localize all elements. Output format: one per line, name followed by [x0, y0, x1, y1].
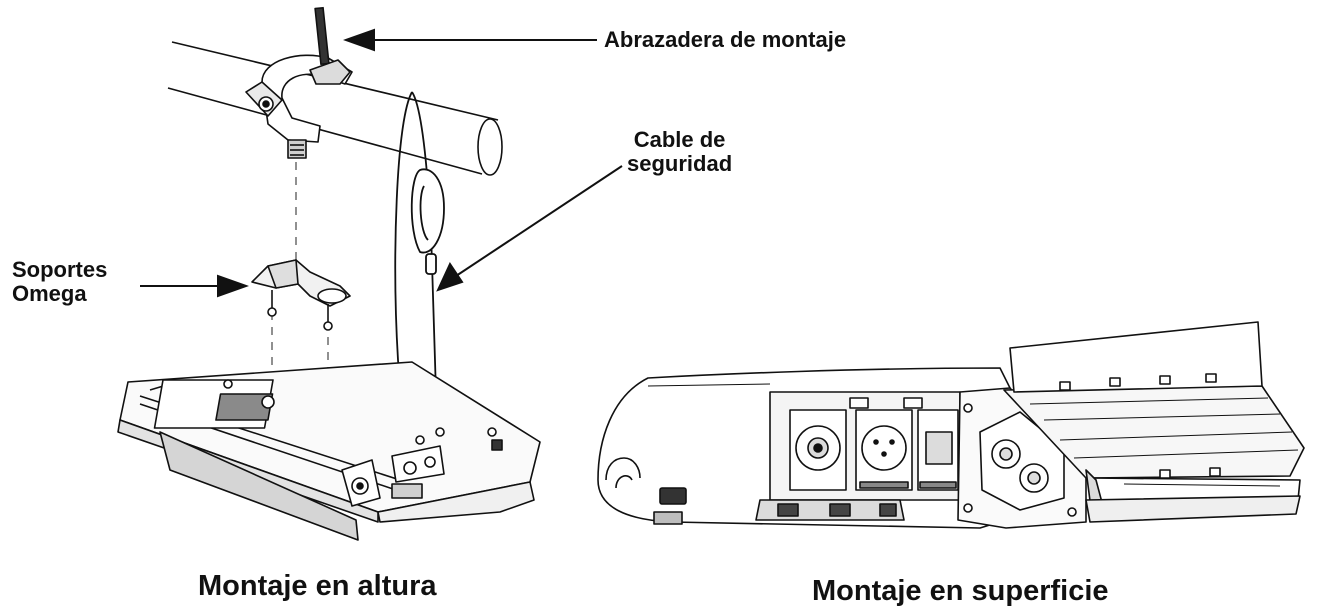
caption-surface-mounting: Montaje en superficie — [812, 575, 1109, 607]
alignment-guides — [271, 162, 329, 378]
mounting-clamp — [245, 6, 353, 159]
label-omega-brackets-line-2: Omega — [12, 280, 87, 306]
arrow-mounting-clamp — [343, 28, 597, 52]
callout-arrows — [140, 28, 623, 298]
caption-overhead-mounting: Montaje en altura — [198, 570, 437, 602]
label-omega-brackets-line-1: Soportes — [12, 257, 108, 282]
label-safety-cable-line-1: Cable de — [633, 127, 726, 152]
label-omega-brackets: Soportes Omega — [12, 258, 107, 306]
yoke-bracket — [957, 387, 1087, 529]
omega-bracket — [251, 259, 351, 331]
fixture-overhead — [117, 361, 541, 541]
connector-panel — [755, 391, 961, 521]
label-mounting-clamp: Abrazadera de montaje — [604, 27, 847, 52]
arrow-safety-cable — [436, 165, 623, 292]
lens-and-barn-doors — [1003, 321, 1305, 523]
surface-mounting-illustration — [597, 321, 1305, 529]
arrow-omega-brackets — [140, 274, 249, 298]
label-safety-cable-line-2: seguridad — [627, 150, 733, 176]
overhead-mounting-illustration — [117, 6, 541, 541]
label-safety-cable: Cable de seguridad — [627, 128, 732, 176]
